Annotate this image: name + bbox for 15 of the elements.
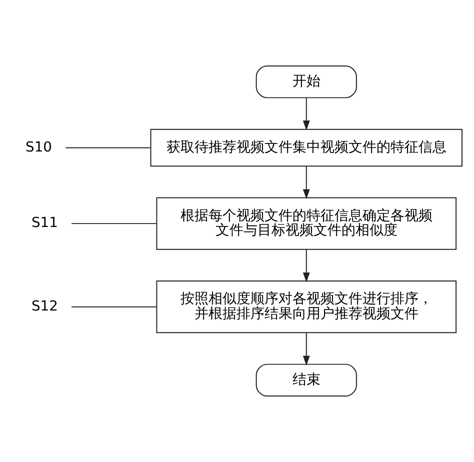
arrow: [302, 97, 310, 130]
connector: [65, 147, 151, 148]
arrow: [302, 166, 310, 200]
node-box: 开始: [256, 65, 357, 98]
node-text: S11: [31, 215, 58, 232]
node-box: 结束: [256, 364, 357, 397]
node-box: 根据每个视频文件的特征信息确定各视频文件与目标视频文件的相似度: [156, 197, 457, 250]
connector: [71, 306, 157, 308]
arrow: [302, 248, 310, 282]
node-text: S12: [31, 298, 58, 314]
node-box: 获取待推荐视频文件集中视频文件的特征信息: [150, 128, 462, 167]
node-text: S10: [26, 139, 52, 156]
connector: [71, 223, 157, 224]
arrow: [302, 332, 310, 366]
node-box: 按照相似度顺序对各视频文件进行排序，并根据排序结果向用户推荐视频文件: [156, 280, 457, 334]
